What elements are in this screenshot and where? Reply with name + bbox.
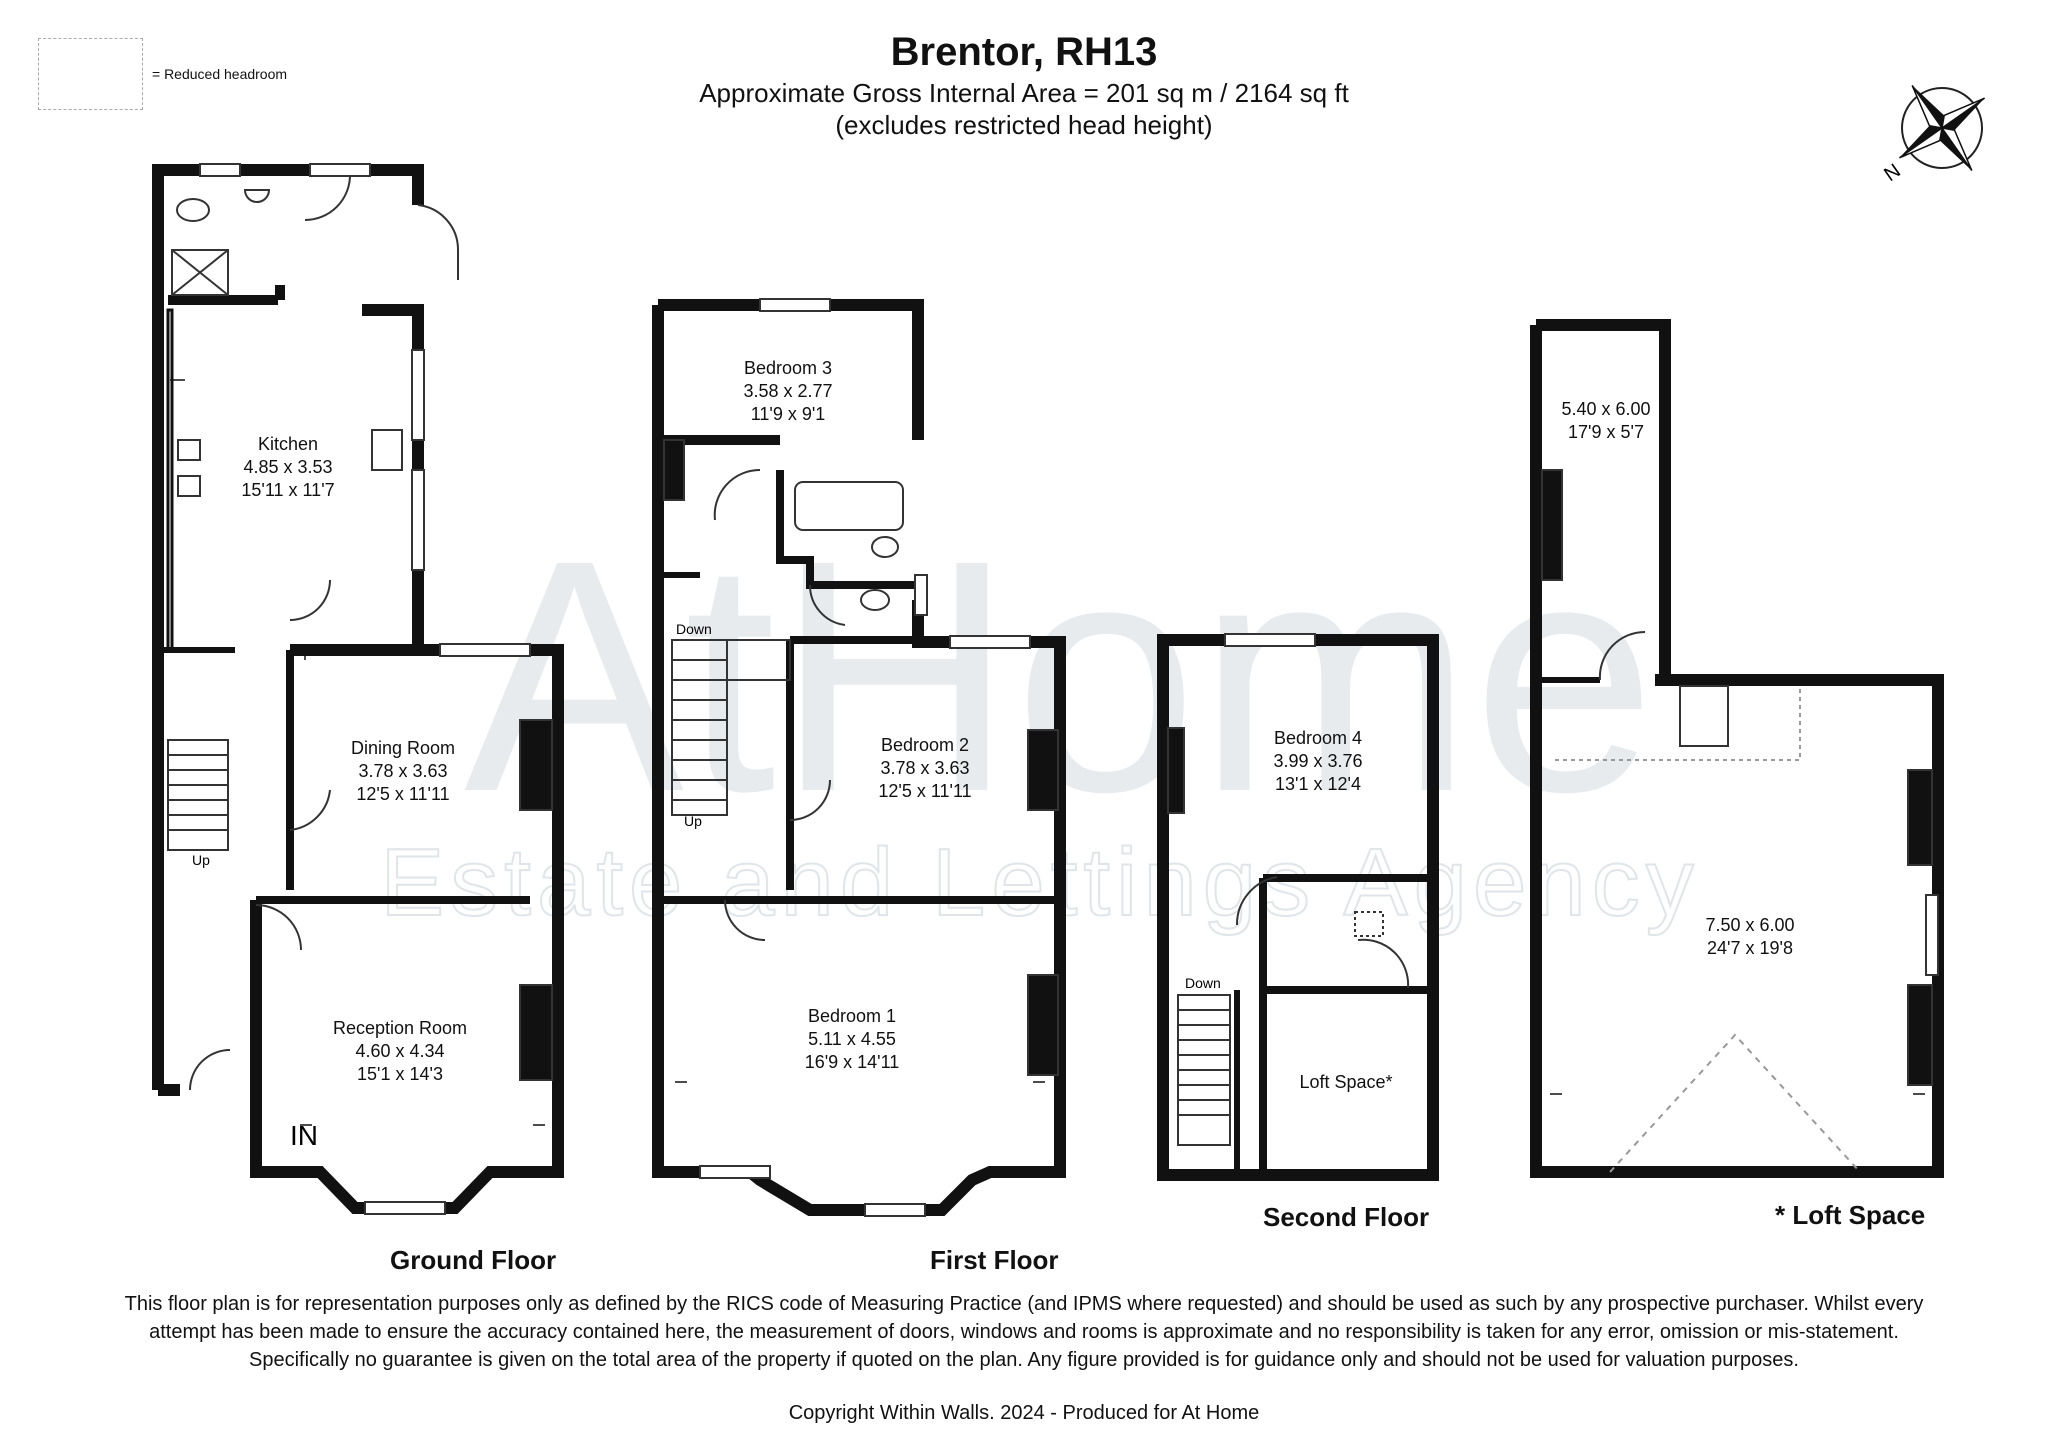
room-loft-main-imperial: 24'7 x 19'8 [1707,938,1793,958]
area-note-text: (excludes restricted head height) [835,110,1213,140]
room-bedroom2-imperial: 12'5 x 11'11 [878,781,971,801]
room-dining-name: Dining Room [351,738,455,758]
room-bedroom3-metric: 3.58 x 2.77 [743,381,832,401]
loft-room-labels: 5.40 x 6.00 17'9 x 5'7 7.50 x 6.00 24'7 … [1561,399,1794,958]
room-bedroom2-name: Bedroom 2 [881,735,969,755]
loft-space-label: * Loft Space [1775,1200,1926,1230]
room-loft-upper-imperial: 17'9 x 5'7 [1568,422,1644,442]
room-bedroom1-imperial: 16'9 x 14'11 [805,1052,900,1072]
second-floor-label: Second Floor [1263,1202,1430,1232]
room-kitchen-metric: 4.85 x 3.53 [243,457,332,477]
room-loft-space-name: Loft Space* [1299,1072,1392,1092]
second-room-labels: Bedroom 4 3.99 x 3.76 13'1 x 12'4 Loft S… [1273,728,1392,1092]
first-stairs-down-label: Down [676,621,712,637]
room-bedroom3-name: Bedroom 3 [744,358,832,378]
copyright-text: Copyright Within Walls. 2024 - Produced … [788,1402,1260,1424]
reduced-headroom-swatch [38,38,143,110]
compass-north-label: N [1880,160,1904,186]
ground-floor-label: Ground Floor [390,1245,557,1275]
room-bedroom1-name: Bedroom 1 [808,1006,896,1026]
second-floor-fixtures [1167,633,1410,1146]
ground-floor-plan [152,164,564,1214]
room-bedroom3-imperial: 11'9 x 9'1 [751,404,826,424]
first-floor-fixtures [663,298,1059,1217]
page-title: Brentor, RH13 [890,30,1158,74]
legend-text: = Reduced headroom [152,66,288,82]
room-bedroom1-metric: 5.11 x 4.55 [808,1029,896,1049]
room-dining-metric: 3.78 x 3.63 [358,761,447,781]
watermark-sub: Estate and Lettings Agency [380,829,1699,936]
room-kitchen-name: Kitchen [258,434,318,454]
loft-fixtures [1541,469,1939,1173]
first-stairs-up-label: Up [684,813,702,829]
second-stairs-down-label: Down [1185,975,1221,991]
compass-icon [1898,84,1986,172]
ground-room-labels: Kitchen 4.85 x 3.53 15'11 x 11'7 Dining … [241,434,467,1084]
dimension-arrows [170,379,1925,1126]
first-floor-label: First Floor [930,1245,1059,1275]
watermark: AtHome Estate and Lettings Agency [379,491,1699,937]
room-bedroom4-metric: 3.99 x 3.76 [1273,751,1362,771]
room-loft-main-metric: 7.50 x 6.00 [1705,915,1794,935]
ground-stairs-label: Up [192,852,210,868]
loft-plan [1530,319,1944,1178]
room-reception-imperial: 15'1 x 14'3 [357,1064,443,1084]
room-dining-imperial: 12'5 x 11'11 [356,784,449,804]
first-room-labels: Bedroom 3 3.58 x 2.77 11'9 x 9'1 Bedroom… [743,358,971,1072]
disclaimer-text: This floor plan is for representation pu… [124,1293,1924,1371]
room-bedroom4-name: Bedroom 4 [1274,728,1362,748]
ground-floor-fixtures [167,163,553,1215]
gross-area-text: Approximate Gross Internal Area = 201 sq… [699,78,1349,108]
room-loft-upper-metric: 5.40 x 6.00 [1561,399,1650,419]
room-bedroom4-imperial: 13'1 x 12'4 [1275,774,1361,794]
room-bedroom2-metric: 3.78 x 3.63 [880,758,969,778]
room-reception-metric: 4.60 x 4.34 [355,1041,444,1061]
room-reception-name: Reception Room [333,1018,467,1038]
room-kitchen-imperial: 15'11 x 11'7 [241,480,334,500]
